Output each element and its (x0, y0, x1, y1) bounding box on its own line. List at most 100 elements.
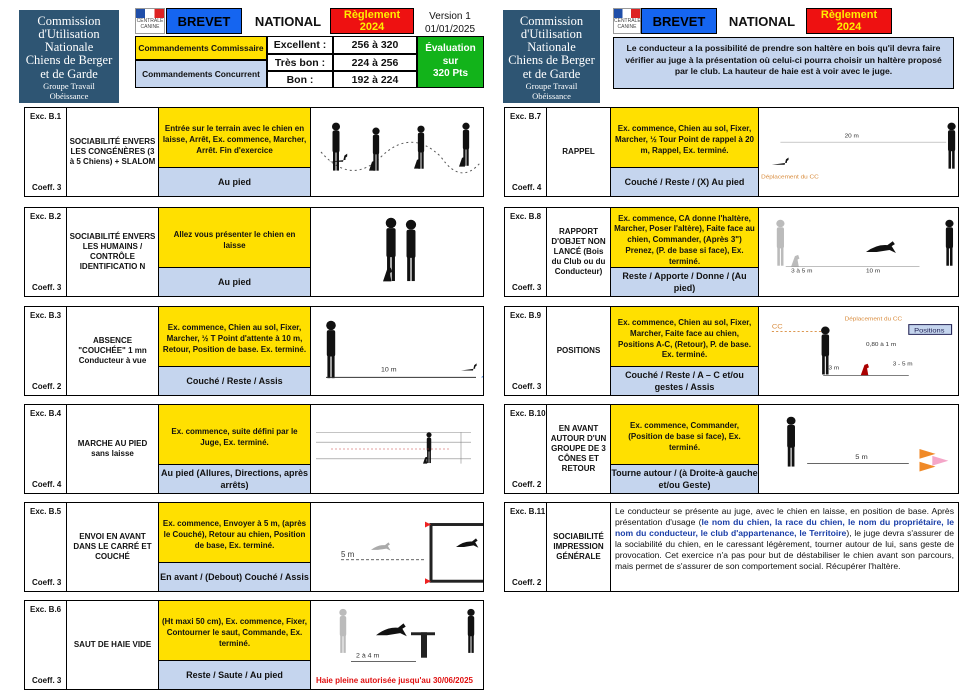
exercise-commands: Ex. commence, Chien au sol, Fixer, March… (611, 108, 759, 196)
exercise-commands: (Ht maxi 50 cm), Ex. commence, Fixer, Co… (159, 601, 311, 689)
exercise-diagram (311, 108, 483, 196)
exercise-diagram: 2 à 4 m Haie pleine autorisée jusqu'au 30… (311, 601, 483, 689)
logo: Commission d'Utilisation Nationale Chien… (19, 10, 119, 103)
commissaire-commands: Ex. commence, Envoyer à 5 m, (après le C… (159, 503, 310, 568)
exercise-coefficient: Coeff. 3 (32, 183, 62, 192)
commands-commissaire: Commandements Commissaire (135, 36, 267, 60)
svg-text:3 à 5 m: 3 à 5 m (791, 268, 812, 275)
exercise-title: MARCHE AU PIED sans laisse (67, 405, 159, 493)
flag-logo: CENTRALE CANINE (135, 8, 165, 34)
exercise-title: RAPPORT D'OBJET NON LANCÉ (Bois du Club … (547, 208, 611, 296)
diagram-svg: 5 m (341, 521, 492, 585)
commissaire-commands: Entrée sur le terrain avec le chien en l… (159, 108, 310, 173)
exercise-commands: Ex. commence, Chien au sol, Fixer, March… (159, 307, 311, 395)
exercise-title: SOCIABILITÉ IMPRESSION GÉNÉRALE (547, 503, 611, 591)
exercise-coefficient: Coeff. 2 (512, 578, 542, 587)
commissaire-commands: Allez vous présenter le chien en laisse (159, 208, 310, 273)
diagram-svg: 10 m (326, 320, 491, 379)
exercise-number: Exc. B.8 (510, 212, 542, 221)
intro-text: Le conducteur a la possibilité de prendr… (613, 37, 954, 89)
commissaire-commands: Ex. commence, Chien au sol, Fixer, March… (159, 307, 310, 372)
exercise-diagram: 10 m (311, 307, 491, 395)
grade-range-tres-bon: 224 à 256 (333, 54, 417, 71)
concurrent-commands: Au pied (159, 267, 310, 296)
svg-text:CC: CC (772, 323, 783, 331)
exercise-commands: Ex. commence, suite défini par le Juge, … (159, 405, 311, 493)
concurrent-commands: Tourne autour / (à Droite-à gauche et/ou… (611, 464, 758, 493)
national-label: NATIONAL (254, 13, 322, 29)
brevet-label: BREVET (166, 8, 242, 34)
svg-text:10 m: 10 m (381, 367, 397, 374)
svg-text:3 m: 3 m (829, 365, 840, 372)
svg-text:3 - 5 m: 3 - 5 m (893, 361, 913, 368)
exercise-number: Exc. B.2 (30, 212, 62, 221)
exercise-title: SAUT DE HAIE VIDE (67, 601, 159, 689)
exercise-title: ABSENCE "COUCHÉE" 1 mn Conducteur à vue (67, 307, 159, 395)
exercise-commands: Ex. commence, Commander, (Position de ba… (611, 405, 759, 493)
exercise-commands: Entrée sur le terrain avec le chien en l… (159, 108, 311, 196)
exercise-number: Exc. B.11 (510, 507, 546, 516)
concurrent-commands: En avant / (Debout) Couché / Assis (159, 562, 310, 591)
exercise-coefficient: Coeff. 3 (512, 283, 542, 292)
diagram-svg: 5 m (786, 416, 949, 472)
commands-concurrent: Commandements Concurrent (135, 60, 267, 88)
exercise-number: Exc. B.9 (510, 311, 542, 320)
exercise-number: Exc. B.3 (30, 311, 62, 320)
exercise-commands: Ex. commence, CA donne l'haltère, Marche… (611, 208, 759, 296)
commissaire-commands: (Ht maxi 50 cm), Ex. commence, Fixer, Co… (159, 601, 310, 666)
exercise-diagram (311, 208, 483, 296)
commissaire-commands: Ex. commence, Chien au sol, Fixer, March… (611, 307, 758, 372)
exercise-title: ENVOI EN AVANT DANS LE CARRÉ ET COUCHÉ (67, 503, 159, 591)
exercise-title: SOCIABILITÉ ENVERS LES CONGÉNÈRES (3 à 5… (67, 108, 159, 196)
exercise-coefficient: Coeff. 4 (32, 480, 62, 489)
exercise-number: Exc. B.7 (510, 112, 542, 121)
exercise-title: EN AVANT AUTOUR D'UN GROUPE DE 3 CÔNES E… (547, 405, 611, 493)
brevet-label-right: BREVET (641, 8, 717, 34)
exercise-commands: Ex. commence, Envoyer à 5 m, (après le C… (159, 503, 311, 591)
exercise-diagram: 5 m (759, 405, 958, 493)
exercise-title: SOCIABILITÉ ENVERS LES HUMAINS / CONTRÔL… (67, 208, 159, 296)
svg-text:Haie pleine autorisée jusqu'au: Haie pleine autorisée jusqu'au 30/06/202… (316, 676, 474, 685)
exercise-coefficient: Coeff. 3 (32, 676, 62, 685)
exercise-diagram (311, 405, 483, 493)
exercise-number: Exc. B.1 (30, 112, 62, 121)
b11-text-highlight: le nom du chien, la race du chien, le no… (615, 517, 954, 538)
grade-range-bon: 192 à 224 (333, 71, 417, 88)
commissaire-commands: Ex. commence, Commander, (Position de ba… (611, 405, 758, 470)
grade-label-excellent: Excellent : (267, 36, 333, 54)
concurrent-commands: Couché / Reste / A – C et/ou gestes / As… (611, 366, 758, 395)
diagram-svg (383, 217, 417, 282)
exercise-coefficient: Coeff. 3 (512, 382, 542, 391)
svg-text:2 à 4 m: 2 à 4 m (356, 653, 380, 660)
exercise-number: Exc. B.6 (30, 605, 62, 614)
logo-right: Commission d'Utilisation Nationale Chien… (503, 10, 600, 103)
exercise-coefficient: Coeff. 4 (512, 183, 542, 192)
exercise-coefficient: Coeff. 3 (32, 283, 62, 292)
svg-text:20 m: 20 m (845, 133, 859, 140)
svg-text:10 m: 10 m (866, 268, 880, 275)
exercise-number: Exc. B.5 (30, 507, 62, 516)
